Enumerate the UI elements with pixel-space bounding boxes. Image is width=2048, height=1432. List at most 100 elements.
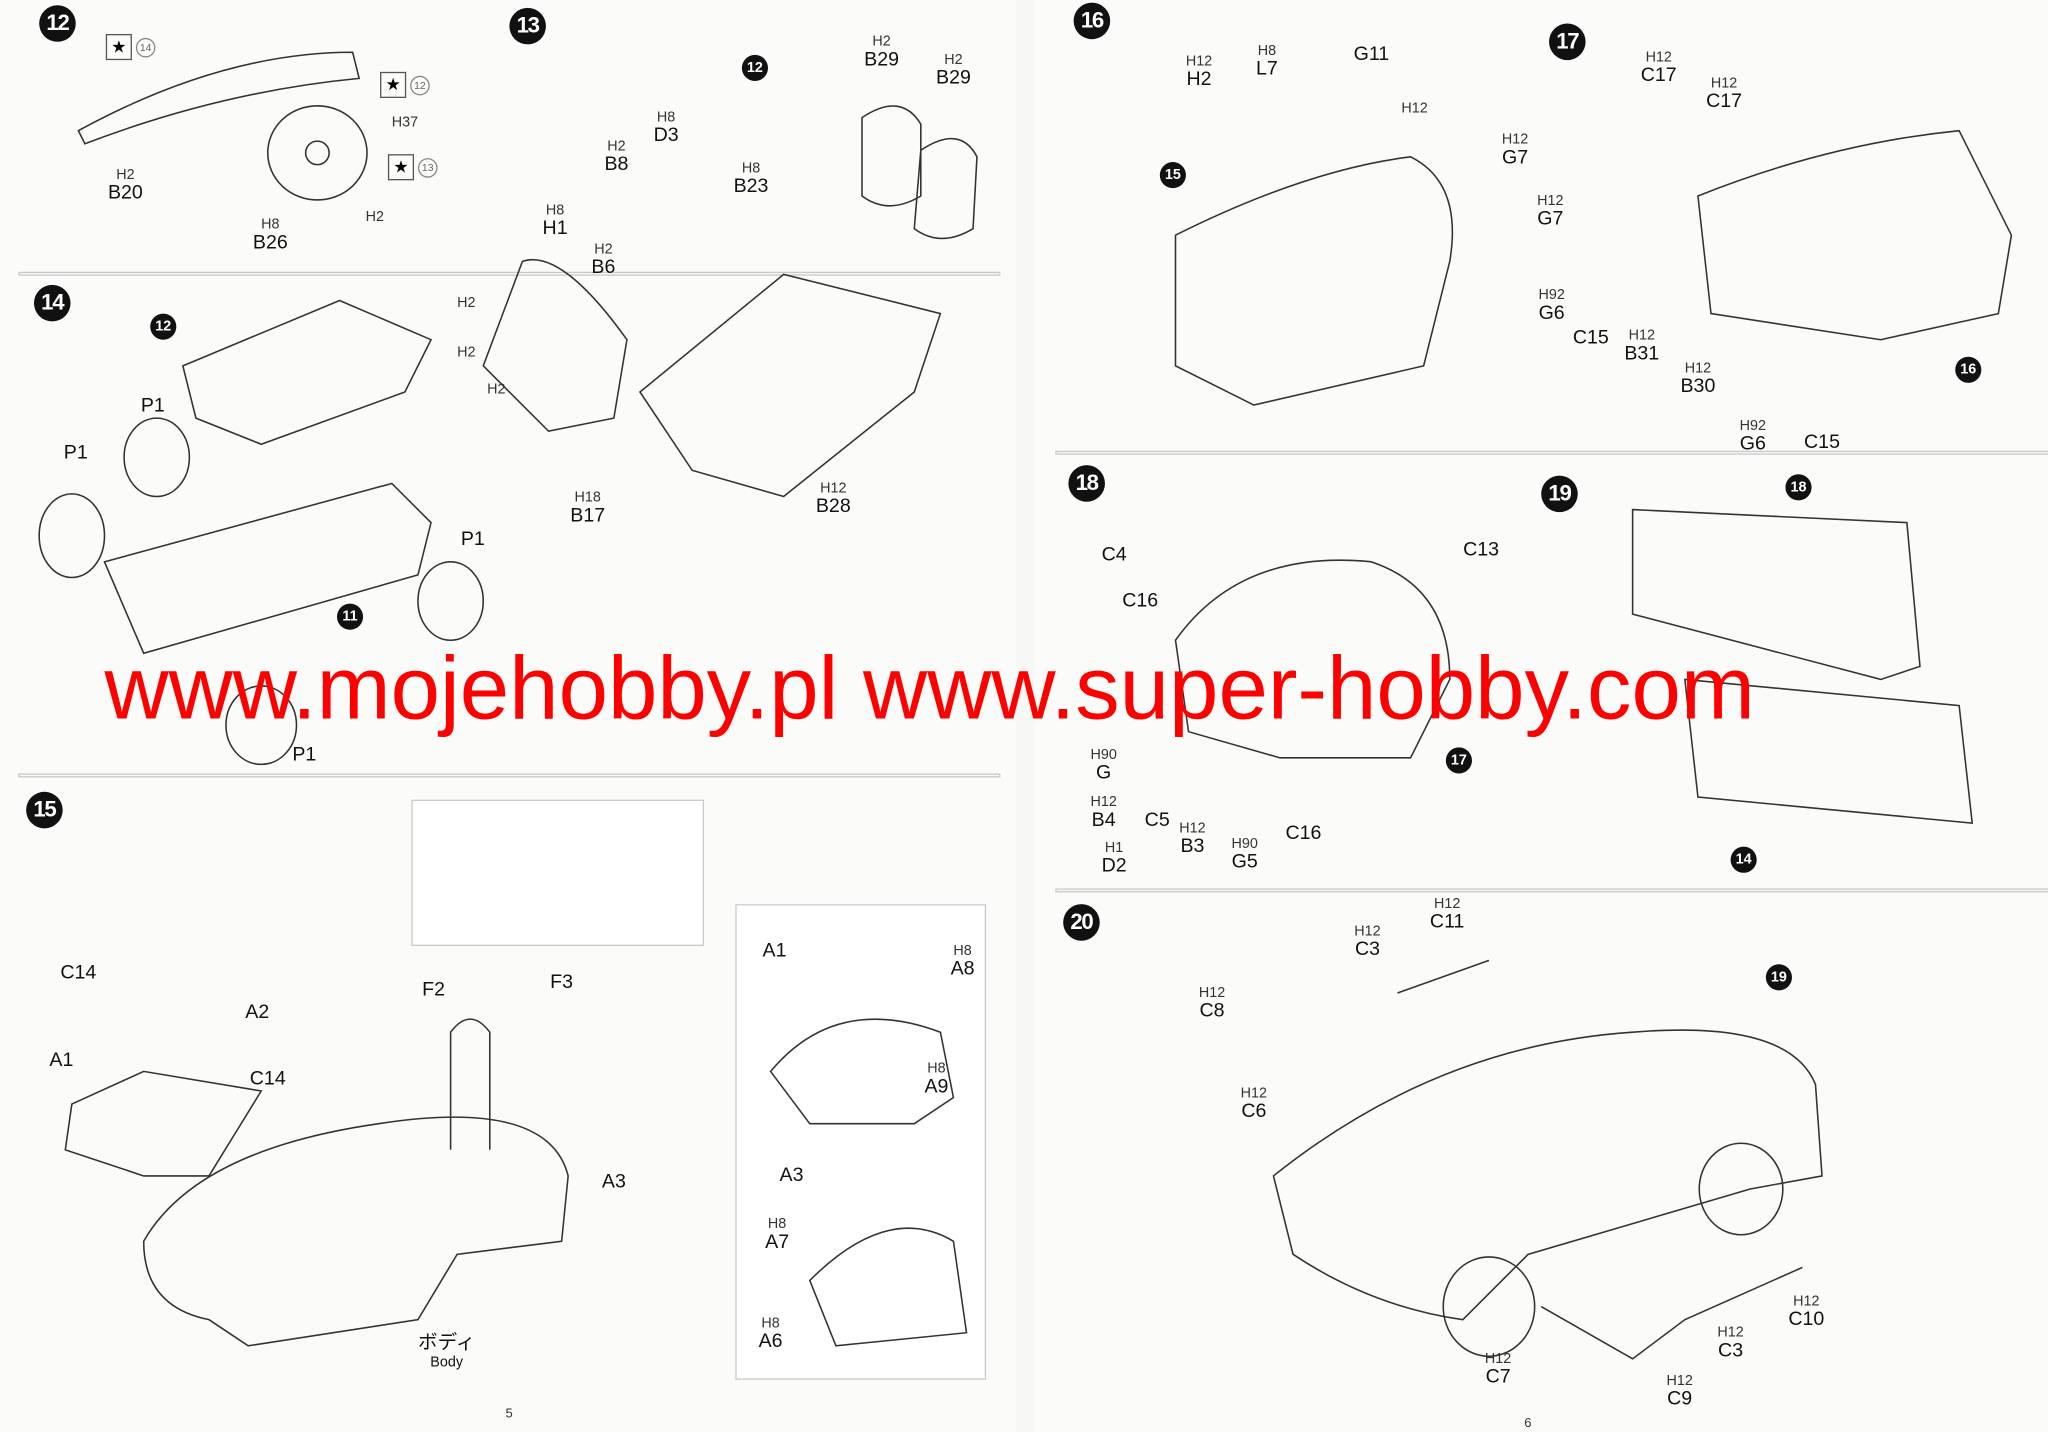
- chassis-drawing: [103, 482, 432, 655]
- part-number: A1: [49, 1049, 74, 1072]
- part-label: G11: [1354, 44, 1390, 66]
- part-number: B26: [252, 231, 288, 254]
- part-number: B6: [591, 256, 616, 279]
- step-number-14: 14: [33, 284, 71, 322]
- part-number: C10: [1788, 1308, 1825, 1331]
- part-label: C16: [1122, 590, 1158, 613]
- part-number: C4: [1101, 543, 1127, 566]
- paint-code: H8: [1257, 43, 1277, 59]
- part-number: G6: [1739, 432, 1766, 455]
- part-number: G11: [1353, 43, 1390, 66]
- page-number-left: 5: [505, 1407, 513, 1422]
- step-reference-badge: 12: [150, 313, 177, 340]
- body-label-japanese: ボディ: [417, 1331, 476, 1354]
- step-reference-badge: 11: [336, 603, 364, 630]
- part-number: B23: [733, 175, 769, 198]
- part-number: C17: [1706, 90, 1743, 113]
- body-17-drawing: [1697, 129, 2013, 341]
- part-number: B17: [570, 504, 606, 527]
- paint-code: H8: [761, 1315, 780, 1332]
- step-reference-badge: 16: [1955, 356, 1982, 383]
- part-number: G: [1096, 761, 1112, 785]
- decal-callout: ★14: [105, 33, 156, 61]
- tire-drawing: [38, 493, 106, 579]
- divider: [1055, 450, 2048, 455]
- paint-code: H12: [1433, 896, 1461, 913]
- paint-code: H2: [457, 344, 476, 361]
- star-decal-icon: ★: [105, 33, 132, 61]
- part-number: D3: [653, 124, 679, 147]
- body-18-drawing: [1174, 559, 1451, 759]
- part-number: C6: [1241, 1100, 1267, 1123]
- dashboard-drawing: [77, 51, 361, 145]
- part-number: A6: [758, 1330, 783, 1353]
- part-number: A9: [924, 1075, 949, 1098]
- part-number: C5: [1144, 808, 1170, 831]
- part-label: A2: [245, 1001, 269, 1024]
- paint-code: H12: [1240, 1085, 1268, 1102]
- part-label: A3: [602, 1171, 626, 1194]
- tire-drawing: [123, 417, 191, 498]
- wheel-drawing: [1698, 1142, 1784, 1236]
- part-number: C8: [1199, 999, 1225, 1022]
- car-19-drawing: [1631, 508, 1921, 681]
- part-number: A8: [950, 957, 975, 981]
- tire-drawing: [417, 561, 485, 642]
- paint-code: H2: [365, 209, 385, 225]
- step-number-16: 16: [1073, 2, 1111, 40]
- step-reference-badge: 14: [1730, 846, 1757, 873]
- paint-code: H92: [1538, 287, 1565, 304]
- steering-wheel-drawing: [266, 105, 368, 201]
- part-label: F2: [422, 979, 445, 1002]
- part-label: C5: [1144, 808, 1170, 832]
- part-number: F3: [550, 970, 574, 994]
- roll-bar-drawing: [449, 1018, 491, 1150]
- paint-code: H2: [607, 138, 626, 155]
- part-label: C14: [249, 1067, 286, 1091]
- step-number-15: 15: [26, 791, 63, 829]
- paint-code: H8: [656, 109, 676, 126]
- part-number: C15: [1804, 431, 1840, 454]
- inset-box-hood-trunk: [735, 904, 987, 1380]
- part-number: C14: [60, 961, 97, 984]
- divider: [18, 773, 1001, 778]
- step-reference-badge: 19: [1765, 964, 1792, 991]
- paint-code: H12: [1179, 820, 1206, 837]
- step-reference-badge: 12: [741, 54, 768, 82]
- part-number: A7: [765, 1230, 790, 1254]
- part-number: B29: [936, 66, 971, 89]
- step-reference-badge: 15: [1159, 162, 1186, 189]
- part-number: C14: [249, 1067, 286, 1090]
- step-number-13: 13: [509, 7, 546, 45]
- tire-drawing: [225, 685, 298, 766]
- paint-code: H8: [545, 202, 565, 219]
- part-label: H2: [487, 382, 505, 398]
- step-number-20: 20: [1063, 904, 1100, 941]
- part-number: H2: [1186, 68, 1212, 91]
- paint-code: H12: [1645, 49, 1672, 66]
- part-number: B8: [604, 152, 629, 176]
- part-number: P1: [292, 743, 317, 766]
- decal-callout: ★13: [387, 154, 438, 181]
